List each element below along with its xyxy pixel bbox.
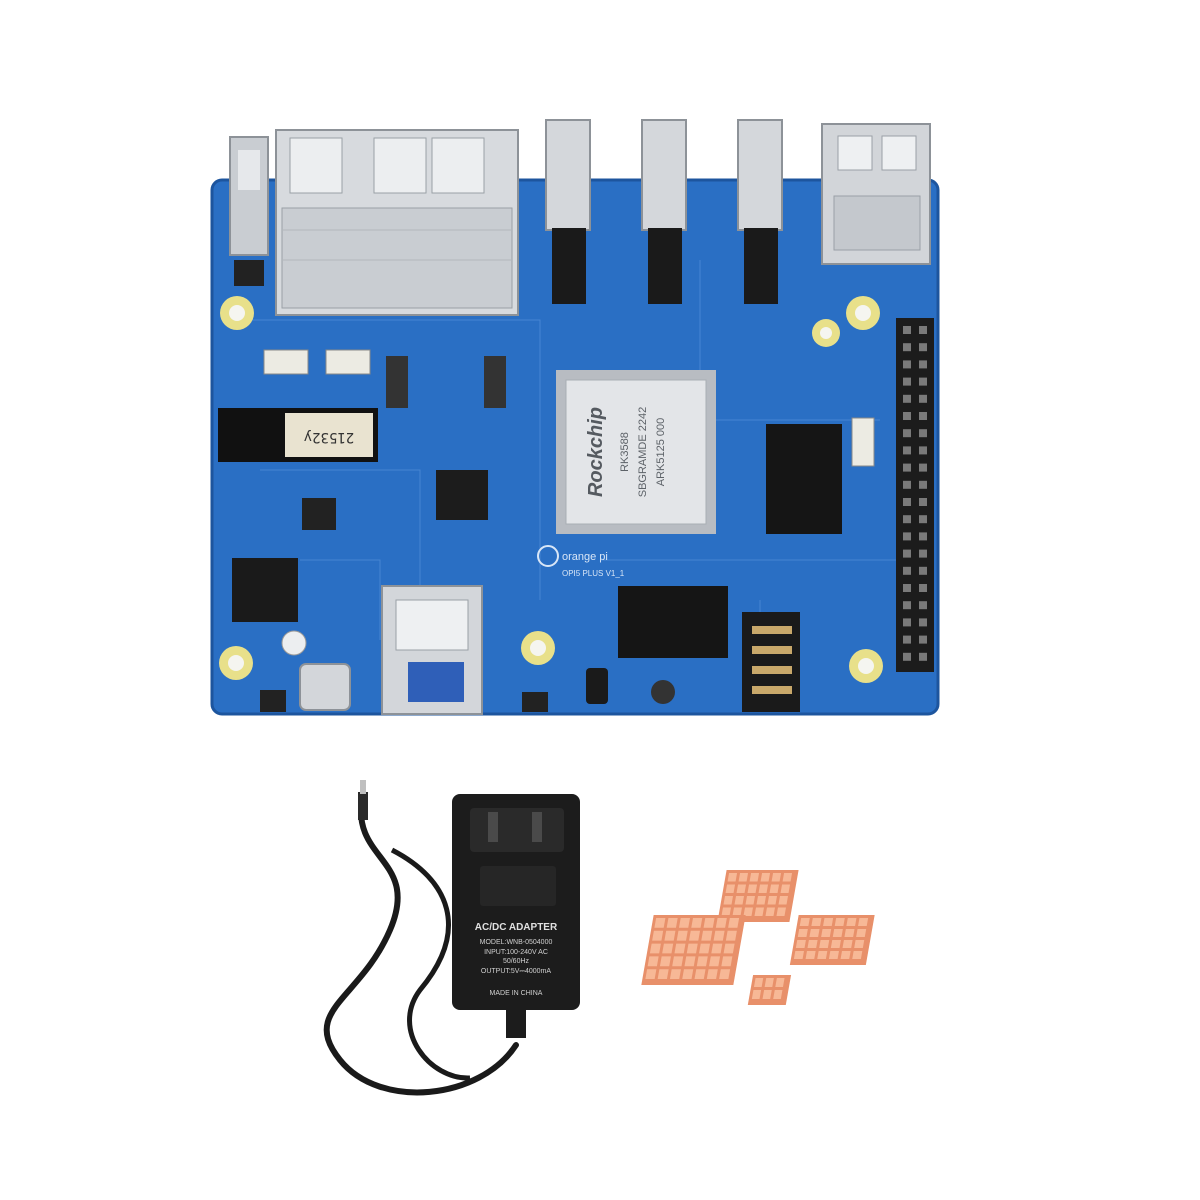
chip-line-1: RK3588 — [619, 432, 631, 472]
ethernet-ports — [275, 129, 519, 316]
gpio-pins — [903, 326, 927, 661]
chip-line-2: SBGRAMDE 2242 — [637, 407, 649, 497]
heatsink-right — [789, 915, 875, 965]
m2-label: 21532y — [304, 429, 355, 445]
heatsink-small — [747, 975, 792, 1005]
chip-line-3: ARK5125 000 — [655, 418, 667, 487]
audio-jack — [742, 612, 800, 712]
rockchip-soc: Rockchip RK3588 SBGRAMDE 2242 ARK5125 00… — [556, 370, 716, 534]
heatsink-left — [641, 915, 746, 985]
board-logo: orange pi — [562, 551, 608, 563]
copper-heatsinks — [641, 870, 875, 1005]
heatsink-top — [717, 870, 799, 922]
mounting-holes — [219, 296, 883, 683]
video-ports — [545, 119, 783, 304]
emmc-chip — [618, 586, 728, 658]
adapter-freq: 50/60Hz — [503, 958, 530, 965]
chip-brand: Rockchip — [585, 407, 607, 497]
gpio-header: /* pins drawn below */ — [896, 318, 934, 672]
adapter-output: OUTPUT:5V⎓4000mA — [481, 968, 551, 975]
board-model: OPI5 PLUS V1_1 — [562, 569, 625, 578]
usb-a-port-top — [821, 123, 931, 265]
adapter-cable — [323, 797, 519, 1096]
adapter-title: AC/DC ADAPTER — [475, 922, 558, 933]
usb-c-port — [299, 663, 351, 711]
adapter-model: MODEL:WNB-0504000 — [480, 939, 553, 946]
adapter-origin: MADE IN CHINA — [490, 990, 543, 997]
m2-slot: 21532y — [218, 408, 378, 462]
orange-pi-board: /* pins drawn below */ 21532y Rockchip R… — [210, 119, 940, 716]
adapter-input: INPUT:100-240V AC — [484, 949, 548, 956]
ram-chip — [766, 424, 842, 534]
usb-a-port-bottom — [381, 585, 483, 715]
power-adapter: AC/DC ADAPTER MODEL:WNB-0504000 INPUT:10… — [323, 780, 580, 1096]
usb-c-plug — [358, 792, 368, 820]
